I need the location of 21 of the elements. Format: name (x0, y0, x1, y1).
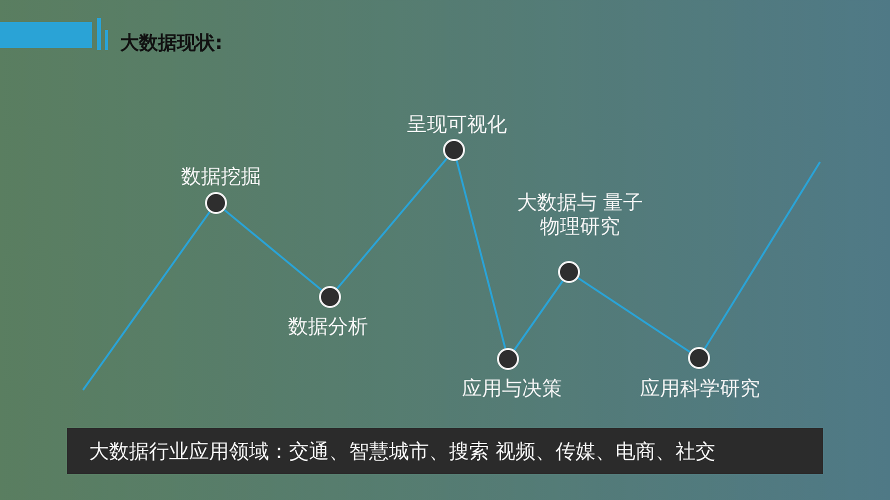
point-label: 应用与决策 (462, 376, 562, 400)
point-label: 大数据与 量子物理研究 (516, 190, 644, 238)
title: 大数据现状: (120, 31, 223, 56)
connector-line (514, 280, 564, 351)
connector-line (578, 277, 690, 353)
connector-line (336, 158, 448, 290)
point-marker (497, 348, 519, 370)
point-marker (319, 286, 341, 308)
banner-text: 大数据行业应用领域：交通、智慧城市、搜索 视频、传媒、电商、社交 (89, 438, 716, 465)
point-marker (443, 139, 465, 161)
point-label: 应用科学研究 (640, 376, 760, 400)
connector-line (704, 161, 821, 350)
connector-line (456, 160, 506, 349)
connector-line (224, 209, 322, 291)
point-label: 数据分析 (288, 314, 368, 338)
point-marker (558, 261, 580, 283)
point-marker (205, 192, 227, 214)
point-label: 呈现可视化 (407, 112, 507, 136)
connector-line (82, 211, 210, 391)
point-label: 数据挖掘 (181, 164, 261, 188)
point-marker (688, 347, 710, 369)
